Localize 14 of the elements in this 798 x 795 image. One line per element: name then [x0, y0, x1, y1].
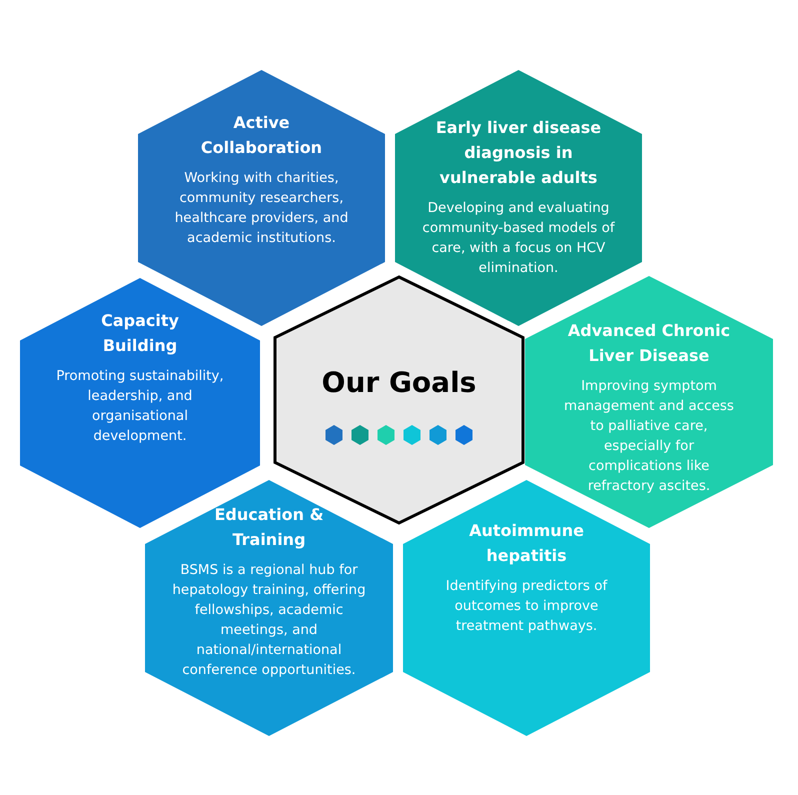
goal-heading: Capacity Building — [100, 310, 180, 357]
goal-heading: Early liver disease diagnosis in vulnerable adults — [434, 117, 602, 189]
goal-hexagon — [145, 480, 393, 736]
goal-description: Improving symptom management and access to palliative care, especially for complications like refractory ascites. — [564, 377, 734, 496]
goal-heading: Education & Training — [213, 504, 325, 551]
goal-heading: Advanced Chronic Liver Disease — [566, 320, 732, 367]
goal-heading: Autoimmune hepatitis — [468, 520, 585, 567]
center-title: Our Goals — [322, 365, 476, 401]
goal-description: Promoting sustainability, leadership, and organisational development. — [55, 367, 225, 446]
goal-description: Developing and evaluating community-based models of care, with a focus on HCV elimination. — [421, 199, 616, 278]
goal-description: BSMS is a regional hub for hepatology training, offering fellowships, academic meetings, and national/international conference opportunities. — [171, 561, 367, 680]
goal-description: Identifying predictors of outcomes to improve treatment pathways. — [444, 577, 608, 636]
goal-heading: Active Collaboration — [200, 112, 324, 159]
goal-description: Working with charities, community researchers, healthcare providers, and academic institutions. — [174, 169, 350, 248]
